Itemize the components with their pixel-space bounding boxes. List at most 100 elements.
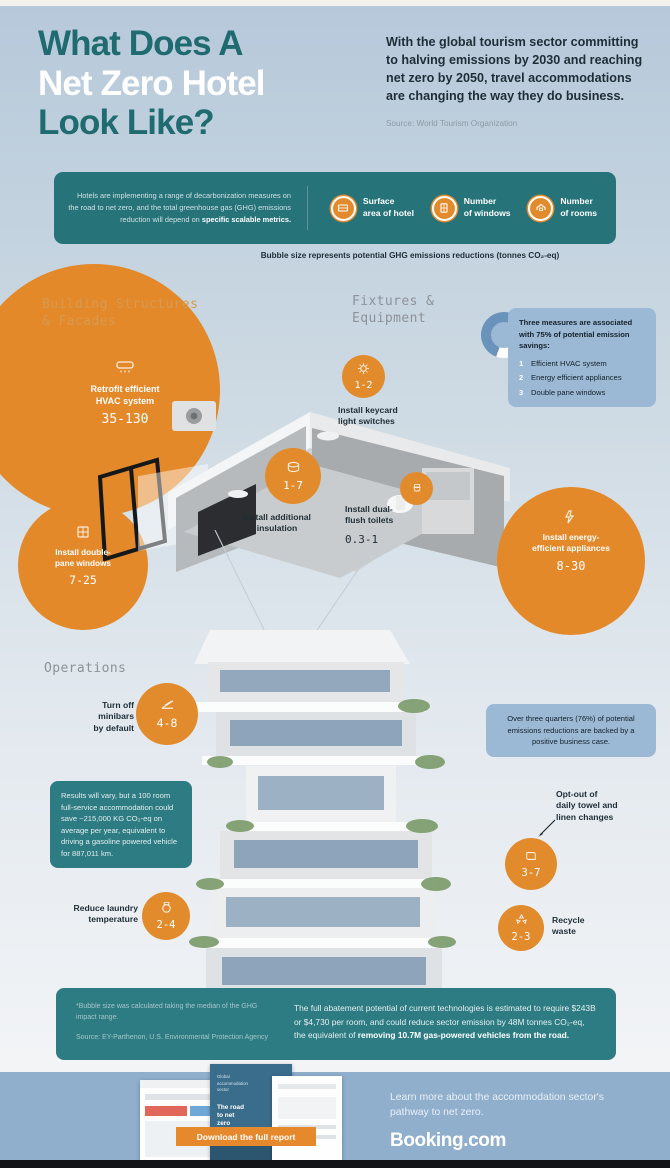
measure-laundry-bubble: 2-4 — [142, 892, 190, 940]
title-line-2: Net Zero Hotel — [38, 63, 265, 103]
measure-insulation-value: 1-7 — [283, 478, 303, 492]
business-case-callout: Over three quarters (76%) of potential e… — [486, 704, 656, 757]
measure-appliances: Install energy- efficient appliances 8-3… — [505, 510, 637, 573]
booking-logo: Booking.com — [390, 1130, 506, 1151]
measure-windows-value: 7-25 — [69, 573, 97, 588]
towels-arrow-icon — [538, 819, 556, 837]
intro-block: With the global tourism sector committin… — [386, 34, 648, 129]
section-heading-operations: Operations — [44, 661, 127, 676]
metrics-banner: Hotels are implementing a range of decar… — [54, 172, 616, 244]
legend-windows-line2: of windows — [463, 208, 511, 218]
measure-list-item: 3 Double pane windows — [519, 387, 645, 399]
title-line-3: Look Like? — [38, 103, 215, 143]
legend-item-surface-area: Surface area of hotel — [330, 195, 414, 221]
measure-double-pane-windows: Install double- pane windows 7-25 — [28, 525, 138, 587]
measure-item-2: Energy efficient appliances — [531, 373, 622, 383]
measure-keycard-value: 1-2 — [354, 380, 373, 391]
measure-windows-label: Install double- pane windows — [55, 548, 111, 569]
mockup-screen-right — [272, 1076, 342, 1166]
page-title: What Does A Net Zero Hotel Look Like? — [38, 24, 378, 143]
banner-description-bold: specific scalable metrics. — [201, 214, 291, 224]
legend-surface-line2: area of hotel — [362, 208, 414, 218]
legend-item-rooms: Number of rooms — [528, 195, 597, 221]
towel-icon — [526, 851, 536, 860]
bottom-bar — [0, 1160, 670, 1168]
footer-bubble-note: *Bubble size was calculated taking the m… — [76, 1003, 258, 1021]
measure-insulation-bubble: 1-7 — [265, 448, 321, 504]
appliance-icon — [565, 510, 575, 524]
measure-recycle-value: 2-3 — [511, 931, 531, 943]
title-line-1: What Does A — [38, 24, 244, 63]
measure-laundry-value: 2-4 — [156, 919, 176, 931]
measure-keycard-label: Install keycard light switches — [338, 405, 398, 427]
hotel-building-illustration — [189, 630, 456, 994]
measure-number-3: 3 — [519, 387, 524, 397]
recycle-icon — [515, 913, 527, 925]
measure-hvac-label: Retrofit efficient HVAC system — [90, 384, 160, 407]
measure-list-item: 2 Energy efficient appliances — [519, 372, 645, 384]
legend-windows-line1: Number — [463, 196, 497, 207]
three-measures-heading: Three measures are associated with 75% o… — [519, 318, 633, 351]
rooms-icon — [528, 195, 554, 221]
surface-area-icon — [330, 195, 356, 221]
legend-rooms-line2: of rooms — [560, 208, 598, 218]
measure-toilets-value: 0.3-1 — [345, 533, 379, 546]
measure-number-2: 2 — [519, 373, 524, 383]
bubble-size-note: Bubble size represents potential GHG emi… — [260, 251, 560, 260]
section-heading-building: Building Structures & Facades — [42, 297, 199, 330]
measure-towels-label: Opt-out of daily towel and linen changes — [556, 789, 618, 822]
header: What Does A Net Zero Hotel Look Like? Wi… — [0, 18, 670, 158]
footer-notes: *Bubble size was calculated taking the m… — [56, 988, 286, 1060]
measure-minibars-bubble: 4-8 — [136, 683, 198, 745]
measure-towels-bubble: 3-7 — [505, 838, 557, 890]
measure-laundry-label: Reduce laundry temperature — [73, 903, 138, 925]
hvac-icon — [116, 361, 134, 373]
measure-hvac: Retrofit efficient HVAC system 35-130 — [50, 360, 200, 427]
window-icon — [431, 195, 457, 221]
legend-item-windows: Number of windows — [431, 195, 511, 221]
measure-appliances-label: Install energy- efficient appliances — [532, 532, 610, 554]
measure-recycle-bubble: 2-3 — [498, 905, 544, 951]
measure-appliances-value: 8-30 — [556, 558, 586, 573]
minibar-icon — [161, 700, 173, 709]
measure-recycle-label: Recycle waste — [552, 915, 585, 937]
ac-unit-illustration — [172, 401, 216, 431]
footer-bar: *Bubble size was calculated taking the m… — [56, 988, 616, 1060]
measure-minibars-value: 4-8 — [156, 716, 178, 730]
legend-rooms-line1: Number — [560, 196, 593, 207]
top-strip — [0, 0, 670, 6]
room-connector-lines — [214, 530, 386, 649]
footer-source: Source: EY-Parthenon, U.S. Environmental… — [76, 1033, 268, 1041]
intro-text: With the global tourism sector committin… — [386, 35, 643, 103]
measure-item-1: Efficient HVAC system — [531, 358, 607, 368]
intro-source: Source: World Tourism Organization — [386, 118, 518, 128]
measure-insulation-label: Install additional insulation — [243, 512, 311, 534]
three-measures-callout: Three measures are associated with 75% o… — [508, 308, 656, 408]
footer-abatement: The full abatement potential of current … — [286, 988, 616, 1060]
footer-abatement-bold: removing 10.7M gas-powered vehicles from… — [357, 1030, 570, 1041]
measure-toilets-bubble — [400, 472, 433, 505]
measure-number-1: 1 — [519, 358, 524, 368]
download-report-button[interactable]: Download the full report — [176, 1127, 316, 1146]
measure-list-item: 1 Efficient HVAC system — [519, 358, 645, 370]
metrics-legend: Surface area of hotel Number of windows — [308, 195, 616, 221]
legend-label-rooms: Number of rooms — [560, 196, 597, 219]
dual-flush-toilet-icon — [412, 483, 421, 491]
legend-surface-line1: Surface — [362, 196, 395, 207]
laundry-icon — [161, 901, 171, 913]
measure-hvac-value: 35-130 — [101, 412, 149, 428]
legend-label-windows: Number of windows — [464, 196, 511, 219]
banner-divider — [307, 186, 308, 230]
double-pane-window-icon — [77, 526, 89, 538]
measure-item-3: Double pane windows — [531, 387, 606, 397]
insulation-icon — [287, 461, 299, 472]
window-frame-illustration — [97, 457, 168, 562]
cta-text: Learn more about the accommodation secto… — [390, 1092, 604, 1119]
banner-description-plain: Hotels are implementing a range of decar… — [68, 191, 291, 224]
section-heading-fixtures: Fixtures & Equipment — [352, 294, 435, 327]
measure-toilets-label: Install dual- flush toilets — [345, 504, 394, 526]
measure-minibars-label: Turn off minibars by default — [93, 700, 134, 733]
results-callout: Results will vary, but a 100 room full-s… — [50, 781, 192, 869]
